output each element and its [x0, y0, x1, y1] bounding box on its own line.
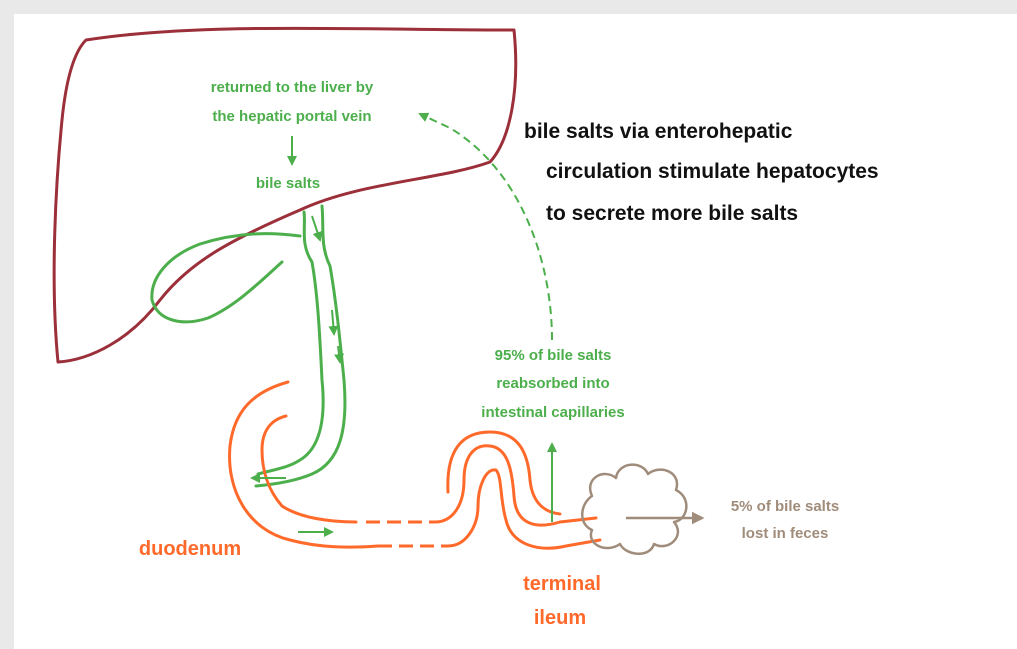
caption-line1: bile salts via enterohepatic [524, 120, 793, 143]
ileum-inner [435, 446, 596, 525]
label-reabsorbed-line1: 95% of bile salts [495, 347, 612, 364]
label-lost-line2: lost in feces [742, 525, 829, 542]
arrow-duct-top [312, 216, 320, 240]
label-returned-line1: returned to the liver by [211, 79, 374, 96]
label-reabsorbed-line2: reabsorbed into [496, 375, 609, 392]
label-ileum: ileum [534, 607, 586, 629]
label-duodenum: duodenum [139, 538, 241, 560]
label-bile-salts: bile salts [256, 175, 320, 192]
caption-line2: circulation stimulate hepatocytes [546, 160, 879, 183]
arrow-duct-middle [332, 310, 334, 334]
label-reabsorbed-line3: intestinal capillaries [481, 404, 624, 421]
label-returned-line2: the hepatic portal vein [212, 108, 371, 125]
label-terminal: terminal [523, 573, 601, 595]
bile-duct-right [256, 206, 345, 486]
caption-line3: to secrete more bile salts [546, 202, 798, 225]
bile-duct-left [258, 212, 323, 474]
arrow-portal-vein-return [420, 114, 552, 340]
ileum-outer [448, 470, 600, 548]
label-lost-line1: 5% of bile salts [731, 498, 839, 515]
